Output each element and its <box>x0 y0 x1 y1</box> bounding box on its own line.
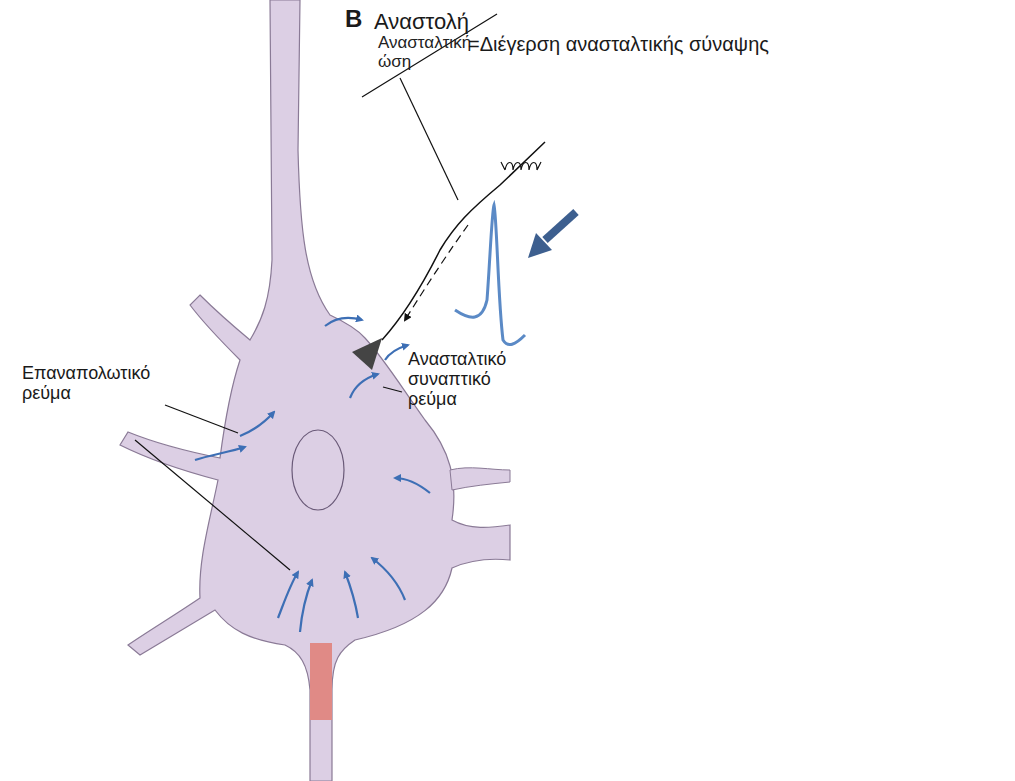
nucleus <box>292 430 344 510</box>
electrode-coil <box>501 162 541 170</box>
synaptic-terminal <box>352 338 382 370</box>
inhibitory-stimulus-label: =Διέγερση ανασταλτικής σύναψης <box>468 33 769 55</box>
panel-title: Αναστολή <box>374 10 469 34</box>
axon-initial-segment <box>310 643 332 720</box>
pointer-arrow <box>545 212 576 240</box>
dendrite <box>450 468 510 490</box>
leader-line <box>383 387 402 392</box>
repolarizing-current-label: Επαναπολωτικό ρεύμα <box>22 364 157 404</box>
leader-line <box>135 440 290 570</box>
current-arrows <box>195 318 430 632</box>
leader-line <box>400 78 458 200</box>
stimulus-path <box>405 225 468 320</box>
synaptic-current-waveform <box>455 205 525 345</box>
synaptic-current-label: Ανασταλτικό συναπτικό ρεύμα <box>408 350 518 409</box>
leader-line <box>165 405 238 433</box>
stimulating-electrode <box>382 142 545 340</box>
pointer-arrowhead <box>528 233 552 258</box>
panel-letter: B <box>345 6 362 32</box>
